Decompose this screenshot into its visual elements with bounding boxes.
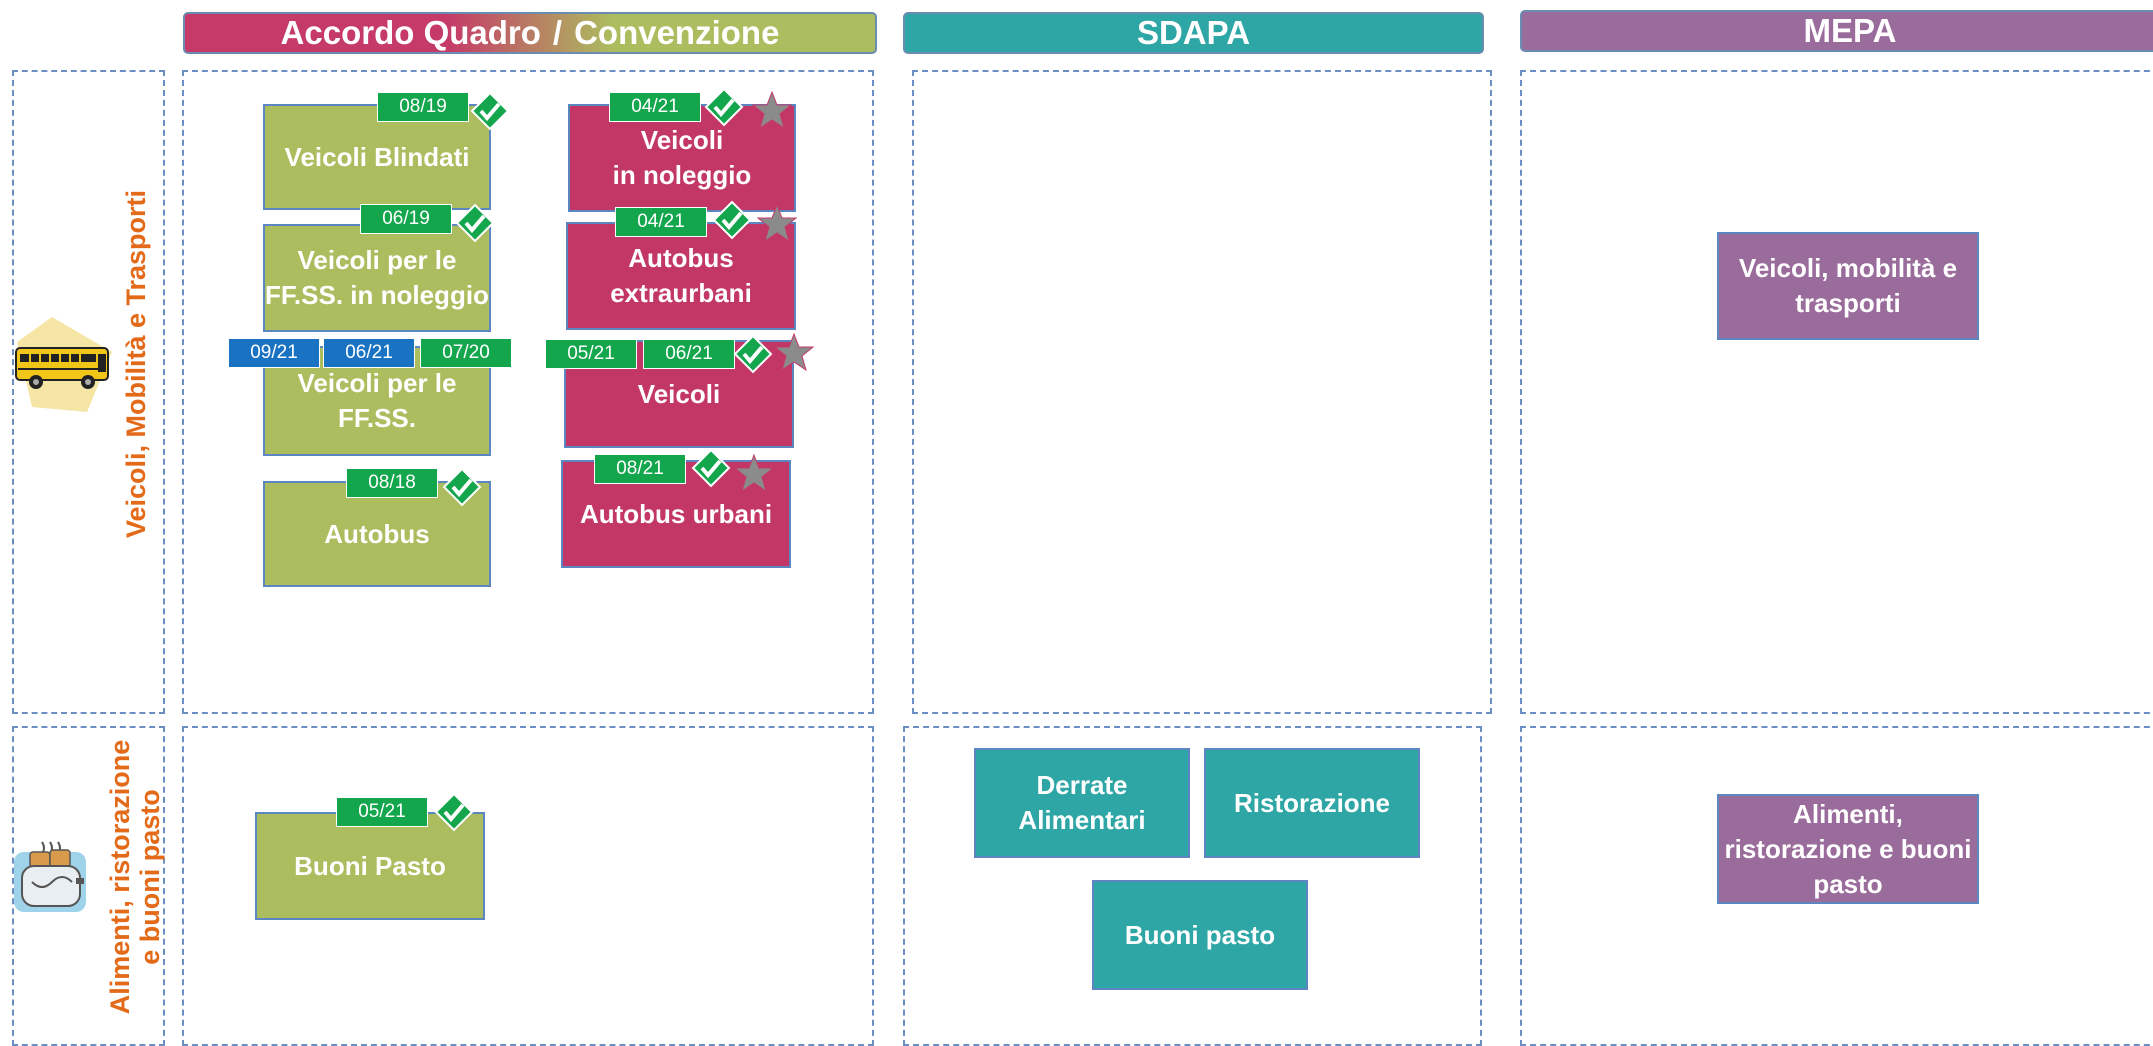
box-mepa-veicoli: Veicoli, mobilità e trasporti xyxy=(1717,232,1979,340)
header-accordo-convenzione: Accordo Quadro / Convenzione xyxy=(183,12,877,54)
check-icon xyxy=(733,334,773,374)
check-icon xyxy=(455,203,495,243)
star-icon xyxy=(774,332,814,372)
box-autobus: Autobus xyxy=(263,481,491,587)
header-separator: / xyxy=(552,14,563,51)
date-tag: 04/21 xyxy=(609,92,701,122)
star-icon xyxy=(734,453,774,493)
date-tag: 05/21 xyxy=(545,339,637,369)
check-icon xyxy=(691,448,731,488)
date-tag: 06/21 xyxy=(323,338,415,368)
toaster-clipart xyxy=(14,841,86,912)
date-tag: 04/21 xyxy=(615,207,707,237)
date-tag: 08/18 xyxy=(346,468,438,498)
header-sdapa: SDAPA xyxy=(903,12,1484,54)
star-icon xyxy=(757,203,797,243)
box-autobus-extraurbani: Autobus extraurbani xyxy=(566,222,796,330)
school-bus-clipart xyxy=(15,317,112,412)
date-tag: 06/19 xyxy=(360,204,452,234)
header-mepa: MEPA xyxy=(1520,10,2153,52)
panel-mepa-veicoli xyxy=(1520,70,2153,714)
row-label-panel-veicoli xyxy=(12,70,165,714)
row-label-alimenti: Alimenti, ristorazione e buoni pasto xyxy=(105,740,165,1015)
check-icon xyxy=(470,91,510,131)
check-icon xyxy=(442,467,482,507)
header-accordo: Accordo Quadro xyxy=(280,14,541,51)
box-mepa-alimenti: Alimenti, ristorazione e buoni pasto xyxy=(1717,794,1979,904)
box-derrate-alimentari: Derrate Alimentari xyxy=(974,748,1190,858)
box-buoni-pasto-sdapa: Buoni pasto xyxy=(1092,880,1308,990)
check-icon xyxy=(704,87,744,127)
date-tag: 07/20 xyxy=(420,338,512,368)
date-tag: 08/21 xyxy=(594,454,686,484)
row-label-veicoli: Veicoli, Mobilità e Trasporti xyxy=(121,189,151,539)
box-ristorazione: Ristorazione xyxy=(1204,748,1420,858)
star-icon xyxy=(752,90,792,130)
check-icon xyxy=(434,792,474,832)
check-icon xyxy=(712,200,752,240)
row-label-alimenti-line1: Alimenti, ristorazione xyxy=(105,739,135,1015)
header-convenzione: Convenzione xyxy=(574,14,780,51)
row-label-alimenti-line2: e buoni pasto xyxy=(135,789,165,965)
panel-aq-veicoli xyxy=(182,70,874,714)
date-tag: 08/19 xyxy=(377,92,469,122)
date-tag: 05/21 xyxy=(336,797,428,827)
panel-sdapa-veicoli xyxy=(912,70,1492,714)
date-tag: 09/21 xyxy=(228,338,320,368)
date-tag: 06/21 xyxy=(643,339,735,369)
box-veicoli-noleggio: Veicoli in noleggio xyxy=(568,104,796,212)
box-veicoli-ffss-noleggio: Veicoli per le FF.SS. in noleggio xyxy=(263,224,491,332)
